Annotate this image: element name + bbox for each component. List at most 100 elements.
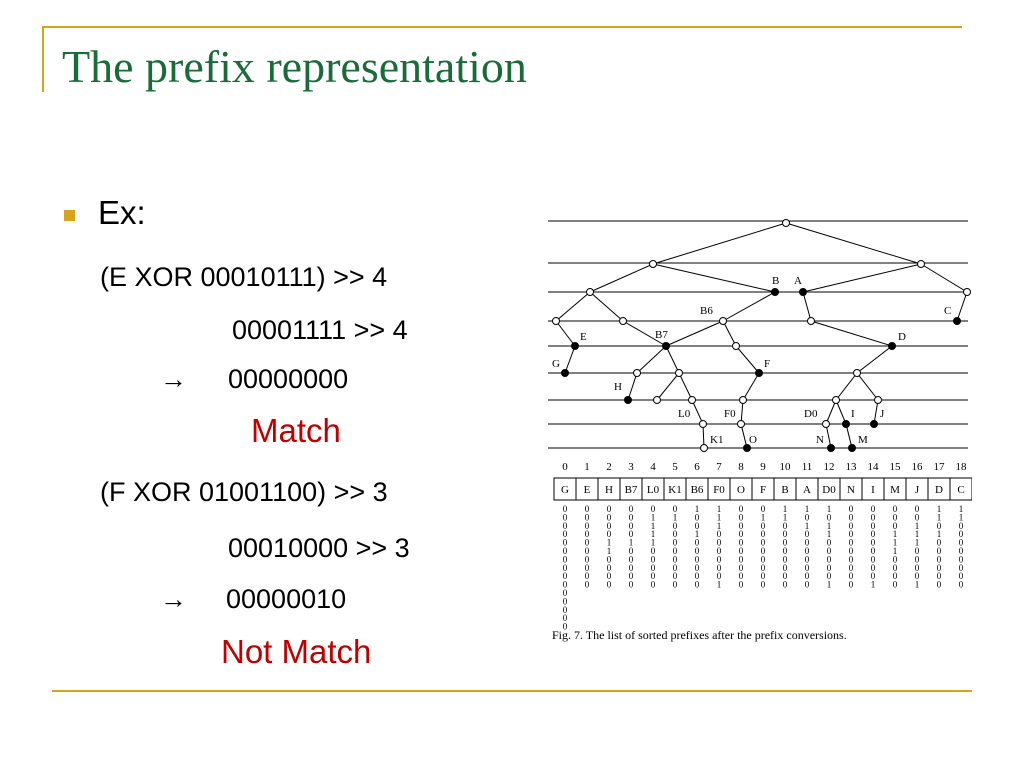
bit-digit: 0 bbox=[739, 538, 744, 548]
tree-node bbox=[743, 444, 751, 452]
tree-node-label: D bbox=[898, 331, 906, 343]
tree-node bbox=[619, 317, 627, 325]
index-label: 10 bbox=[780, 461, 792, 473]
top-accent-line bbox=[42, 26, 962, 28]
bit-digit: 0 bbox=[849, 546, 854, 556]
bit-digit: 0 bbox=[937, 554, 942, 564]
bit-digit: 0 bbox=[629, 563, 634, 573]
bit-digit: 0 bbox=[739, 580, 744, 590]
bit-digit: 0 bbox=[585, 554, 590, 564]
bit-digit: 1 bbox=[783, 504, 788, 514]
tree-edge bbox=[810, 320, 893, 347]
bit-digit: 0 bbox=[695, 554, 700, 564]
bit-digit: 0 bbox=[893, 512, 898, 522]
bit-digit: 0 bbox=[585, 580, 590, 590]
tree-edge bbox=[735, 345, 760, 374]
tree-node-label: E bbox=[580, 331, 587, 343]
bit-digit: 0 bbox=[695, 563, 700, 573]
prefix-cell-label: M bbox=[890, 484, 900, 496]
tree-node bbox=[586, 288, 594, 296]
tree-node bbox=[732, 342, 740, 350]
bit-digit: 1 bbox=[937, 529, 942, 539]
bit-digit: 0 bbox=[607, 512, 612, 522]
bit-digit: 0 bbox=[585, 529, 590, 539]
bit-digit: 0 bbox=[717, 554, 722, 564]
bit-digit: 0 bbox=[563, 521, 568, 531]
tree-node bbox=[700, 444, 708, 452]
index-label: 13 bbox=[846, 461, 858, 473]
bit-digit: 0 bbox=[959, 546, 964, 556]
bit-digit: 0 bbox=[695, 521, 700, 531]
bit-digit: 0 bbox=[937, 571, 942, 581]
bit-digit: 1 bbox=[805, 521, 810, 531]
tree-node-label: F bbox=[764, 358, 770, 370]
tree-node bbox=[719, 317, 727, 325]
tree-edge bbox=[956, 291, 968, 322]
tree-edge bbox=[802, 291, 812, 322]
bit-digit: 1 bbox=[695, 529, 700, 539]
bit-digit: 0 bbox=[937, 580, 942, 590]
index-label: 15 bbox=[890, 461, 902, 473]
bit-digit: 0 bbox=[761, 554, 766, 564]
index-label: 12 bbox=[824, 461, 835, 473]
bit-digit: 0 bbox=[563, 580, 568, 590]
bit-digit: 0 bbox=[695, 538, 700, 548]
tree-edge bbox=[920, 263, 968, 293]
bit-digit: 1 bbox=[607, 546, 612, 556]
bit-digit: 0 bbox=[651, 546, 656, 556]
prefix-cell-label: D bbox=[935, 484, 943, 496]
tree-node bbox=[917, 260, 925, 268]
bit-digit: 0 bbox=[739, 546, 744, 556]
bit-digit: 0 bbox=[761, 504, 766, 514]
bit-digit: 0 bbox=[585, 538, 590, 548]
tree-edge bbox=[589, 263, 654, 293]
index-label: 2 bbox=[606, 461, 612, 473]
bit-digit: 1 bbox=[827, 580, 832, 590]
bit-digit: 1 bbox=[915, 529, 920, 539]
bit-digit: 0 bbox=[849, 554, 854, 564]
bit-digit: 1 bbox=[607, 538, 612, 548]
bit-digit: 1 bbox=[893, 546, 898, 556]
bit-digit: 0 bbox=[805, 571, 810, 581]
bit-digit: 0 bbox=[827, 563, 832, 573]
example1-verdict: Match bbox=[251, 412, 341, 449]
bit-digit: 0 bbox=[563, 588, 568, 598]
prefix-cell-label: L0 bbox=[647, 484, 660, 496]
bit-digit: 0 bbox=[783, 538, 788, 548]
tree-node-label: K1 bbox=[710, 434, 723, 446]
tree-node-label: H bbox=[614, 381, 622, 393]
bit-digit: 0 bbox=[871, 563, 876, 573]
bit-digit: 0 bbox=[893, 554, 898, 564]
bit-digit: 0 bbox=[827, 512, 832, 522]
tree-node bbox=[953, 317, 961, 325]
tree-edge bbox=[589, 291, 624, 322]
bit-digit: 1 bbox=[959, 504, 964, 514]
tree-edge bbox=[622, 320, 667, 347]
index-label: 7 bbox=[716, 461, 722, 473]
bit-digit: 0 bbox=[783, 580, 788, 590]
bit-digit: 0 bbox=[849, 529, 854, 539]
bit-digit: 1 bbox=[717, 521, 722, 531]
tree-edge bbox=[722, 291, 776, 322]
bit-digit: 1 bbox=[651, 521, 656, 531]
bit-digit: 1 bbox=[629, 538, 634, 548]
tree-node-label: B6 bbox=[700, 305, 713, 317]
bit-digit: 0 bbox=[849, 512, 854, 522]
tree-node-label: I bbox=[851, 408, 855, 420]
example1-shift: 00001111 >> 4 bbox=[232, 315, 408, 345]
tree-node bbox=[675, 369, 683, 377]
tree-node-label: B7 bbox=[655, 329, 668, 341]
bit-digit: 0 bbox=[805, 554, 810, 564]
bit-digit: 0 bbox=[651, 504, 656, 514]
tree-edge bbox=[636, 345, 667, 374]
bit-digit: 0 bbox=[849, 504, 854, 514]
bit-digit: 0 bbox=[739, 504, 744, 514]
bit-digit: 0 bbox=[563, 613, 568, 623]
prefix-cell-label: F bbox=[760, 484, 766, 496]
tree-edge bbox=[825, 399, 837, 425]
tree-node bbox=[739, 396, 747, 404]
tree-node bbox=[799, 288, 807, 296]
bit-digit: 0 bbox=[805, 529, 810, 539]
